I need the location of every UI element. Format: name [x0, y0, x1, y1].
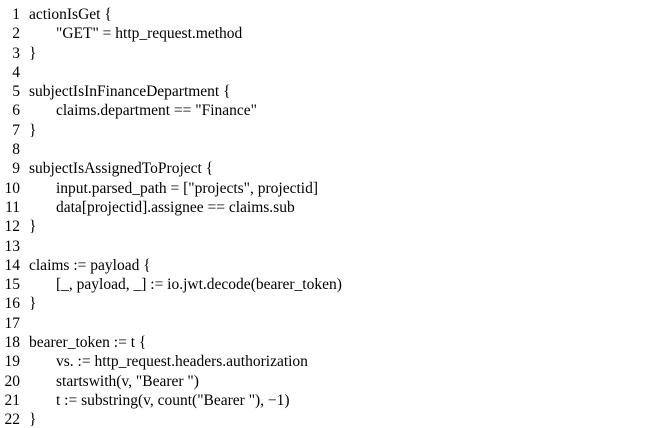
code-line-number: 11: [5, 198, 20, 216]
code-line-number: 22: [4, 411, 21, 428]
code-line: 12 }: [3, 217, 655, 236]
code-line: 18 bearer_token := t {: [3, 333, 655, 352]
code-line-text: bearer_token := t {: [29, 334, 147, 352]
code-line-text: data[projectid].assignee == claims.sub: [56, 198, 295, 216]
code-line-number: 1: [12, 6, 20, 23]
code-line-text: input.parsed_path = ["projects", project…: [56, 179, 319, 197]
code-line: 21 t := substring(v, count("Bearer "), −…: [3, 391, 655, 410]
code-line: 10 input.parsed_path = ["projects", proj…: [3, 179, 655, 198]
code-line-text: subjectIsInFinanceDepartment {: [29, 83, 231, 101]
code-line-number: 12: [4, 218, 21, 236]
code-line: 7 }: [3, 121, 655, 140]
code-line-text: }: [29, 44, 37, 62]
code-line-text: }: [29, 411, 37, 428]
code-line-text: }: [29, 218, 37, 236]
code-line-number: 14: [4, 256, 21, 274]
code-line: 6 claims.department == "Finance": [3, 101, 655, 120]
code-line: 9 subjectIsAssignedToProject {: [3, 159, 655, 178]
code-line-number: 19: [4, 353, 21, 371]
code-line: 14 claims := payload {: [3, 256, 655, 275]
code-line: 20 startswith(v, "Bearer "): [3, 372, 655, 391]
code-line: 16 }: [3, 294, 655, 313]
code-line: 11 data[projectid].assignee == claims.su…: [3, 198, 655, 217]
code-line: 2 "GET" = http_request.method: [3, 24, 655, 43]
code-line: 13: [3, 237, 655, 256]
code-line-number: 17: [4, 314, 21, 332]
code-line-text: subjectIsAssignedToProject {: [29, 160, 214, 178]
code-line: 22 }: [3, 410, 655, 428]
code-line-number: 4: [12, 63, 20, 81]
code-line-number: 9: [12, 160, 20, 178]
code-line-number: 7: [12, 121, 20, 139]
code-line-text: "GET" = http_request.method: [56, 25, 243, 43]
code-line-text: [_, payload, _] := io.jwt.decode(bearer_…: [56, 276, 342, 294]
code-line-text: actionIsGet {: [29, 6, 112, 23]
code-line-text: }: [29, 295, 37, 313]
code-line-number: 21: [4, 391, 21, 409]
code-line-number: 3: [12, 44, 20, 62]
code-line-number: 6: [12, 102, 20, 120]
code-line-number: 15: [4, 276, 21, 294]
code-line-text: }: [29, 121, 37, 139]
code-line: 17: [3, 314, 655, 333]
code-line-number: 20: [4, 372, 21, 390]
code-line-number: 5: [12, 83, 20, 101]
code-line-number: 8: [12, 141, 20, 159]
code-line-text: startswith(v, "Bearer "): [56, 372, 199, 390]
code-line: 19 vs. := http_request.headers.authoriza…: [3, 352, 655, 371]
code-line-text: vs. := http_request.headers.authorizatio…: [56, 353, 308, 371]
code-line: 4: [3, 63, 655, 82]
code-line: 3 }: [3, 44, 655, 63]
code-line: 1 actionIsGet {: [3, 5, 655, 24]
code-line-text: claims := payload {: [29, 256, 151, 274]
code-line-number: 13: [4, 237, 21, 255]
code-line-number: 10: [4, 179, 21, 197]
code-line: 5 subjectIsInFinanceDepartment {: [3, 82, 655, 101]
code-line: 8: [3, 140, 655, 159]
code-line-number: 2: [12, 25, 20, 43]
code-line-text: t := substring(v, count("Bearer "), −1): [56, 391, 290, 409]
code-line-number: 16: [4, 295, 21, 313]
code-line-text: claims.department == "Finance": [56, 102, 258, 120]
code-line: 15 [_, payload, _] := io.jwt.decode(bear…: [3, 275, 655, 294]
code-line-number: 18: [4, 334, 21, 352]
